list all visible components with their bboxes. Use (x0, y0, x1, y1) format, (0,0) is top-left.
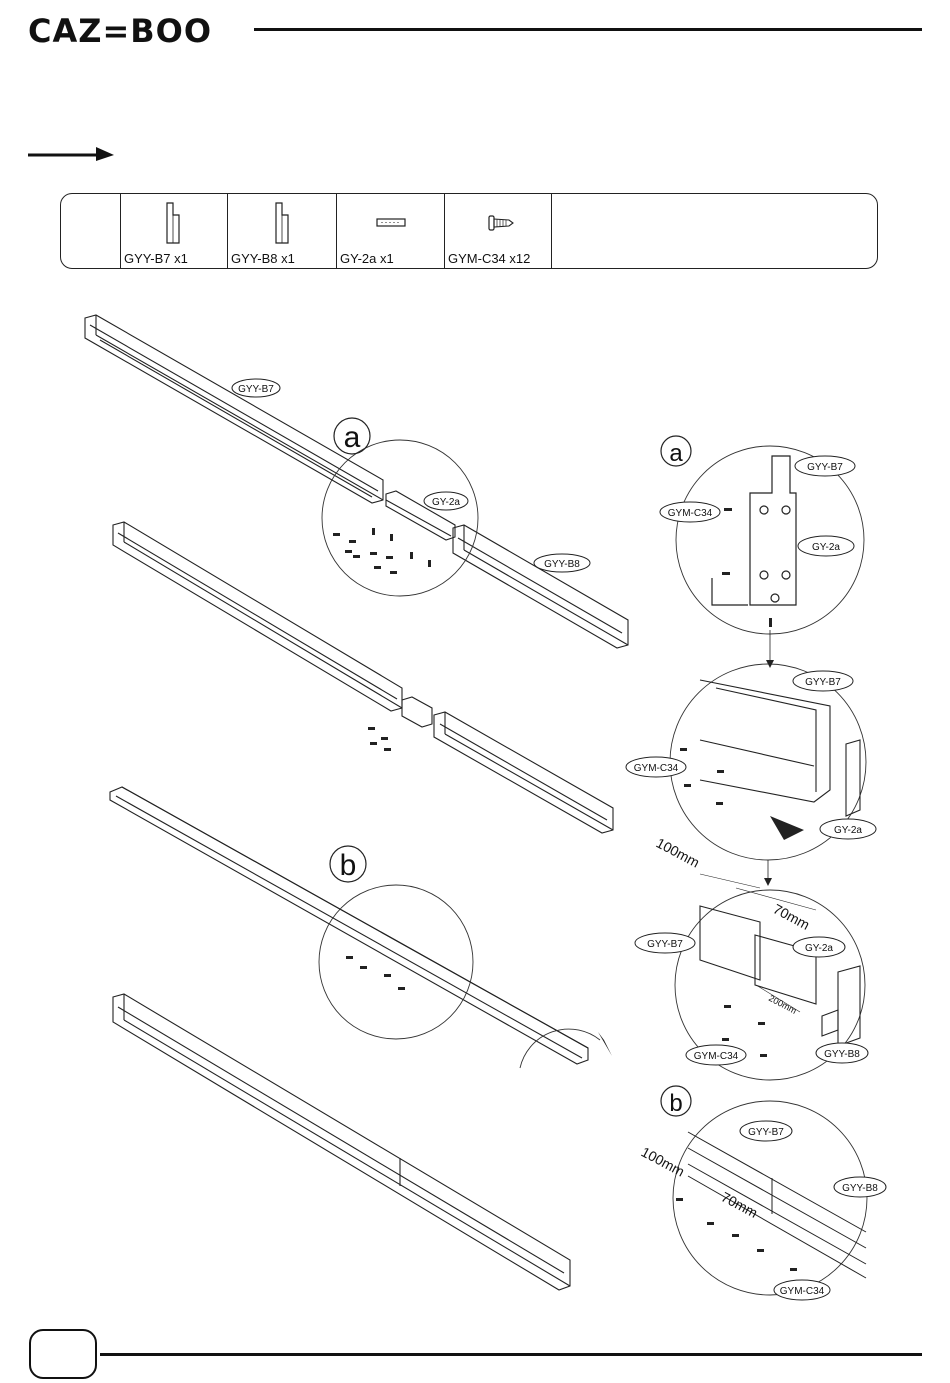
callout-gy-2a: GY-2a (805, 943, 833, 954)
insert-arrow-icon (770, 816, 804, 840)
footer-rule (100, 1353, 922, 1356)
callout-gyy-b7: GYY-B7 (647, 939, 683, 950)
header-rule (254, 28, 922, 31)
beam-assembled-with-connector (113, 522, 613, 833)
parts-table: GYY-B7 x1 GYY-B8 x1 GY-2a x1 GYM-C34 x12 (60, 193, 878, 269)
callout-gyy-b7: GYY-B7 (805, 677, 841, 688)
callout-gyy-b7: GYY-B7 (807, 462, 843, 473)
connector-plate-icon (337, 198, 445, 248)
brand-logo: CAZ=BOO (28, 12, 212, 50)
step-arrow-icon (28, 144, 118, 162)
detail-a-bracket-drawing (712, 456, 796, 662)
detail-a-highlight (322, 440, 478, 596)
parts-table-divider (551, 194, 552, 268)
part-label: GYY-B8 x1 (231, 251, 295, 266)
detail-letter-a: a (344, 421, 361, 454)
callout-gyy-b8: GYY-B8 (544, 559, 580, 570)
rotation-arrow-icon (598, 1032, 612, 1056)
dimension-100mm: 100mm (654, 835, 703, 871)
callout-gym-c34: GYM-C34 (634, 763, 679, 774)
beam-gyy-b7-exploded (85, 315, 383, 503)
beam-fully-assembled (113, 994, 570, 1290)
callout-gyy-b8: GYY-B8 (824, 1049, 860, 1060)
callout-gy-2a: GY-2a (812, 542, 840, 553)
dimension-70mm: 70mm (771, 901, 813, 933)
part-label: GYM-C34 x12 (448, 251, 530, 266)
callout-gym-c34: GYM-C34 (694, 1051, 739, 1062)
dimension-200mm: 200mm (767, 993, 798, 1016)
callout-gyy-b8: GYY-B8 (842, 1183, 878, 1194)
detail-letter-a: a (669, 440, 683, 467)
callout-gy-2a: GY-2a (432, 497, 460, 508)
page-number-box (29, 1329, 97, 1379)
part-cell-gym-c34: GYM-C34 x12 (444, 194, 552, 268)
detail-letter-b: b (340, 849, 357, 882)
screw-icon (445, 198, 552, 248)
screw-group (333, 508, 797, 1271)
assembly-diagram: GYY-B7 GY-2a GYY-B8 GYY-B7 GYM-C34 GY-2a… (0, 290, 950, 1320)
bracket-icon (228, 198, 337, 248)
detail-a-profile-drawing (700, 680, 860, 1046)
bracket-icon (121, 198, 228, 248)
callout-gyy-b7: GYY-B7 (238, 384, 274, 395)
part-cell-gyy-b8: GYY-B8 x1 (227, 194, 337, 268)
callout-gym-c34: GYM-C34 (668, 508, 713, 519)
callout-gym-c34: GYM-C34 (780, 1286, 825, 1297)
detail-letter-b: b (669, 1090, 682, 1117)
detail-b-profile-drawing (688, 1132, 866, 1278)
callout-gyy-b7: GYY-B7 (748, 1127, 784, 1138)
callout-gy-2a: GY-2a (834, 825, 862, 836)
part-cell-gyy-b7: GYY-B7 x1 (120, 194, 228, 268)
part-cell-gy-2a: GY-2a x1 (336, 194, 445, 268)
part-label: GY-2a x1 (340, 251, 394, 266)
part-label: GYY-B7 x1 (124, 251, 188, 266)
beam-gyy-b8-exploded (453, 525, 628, 648)
dimension-100mm: 100mm (639, 1144, 688, 1180)
